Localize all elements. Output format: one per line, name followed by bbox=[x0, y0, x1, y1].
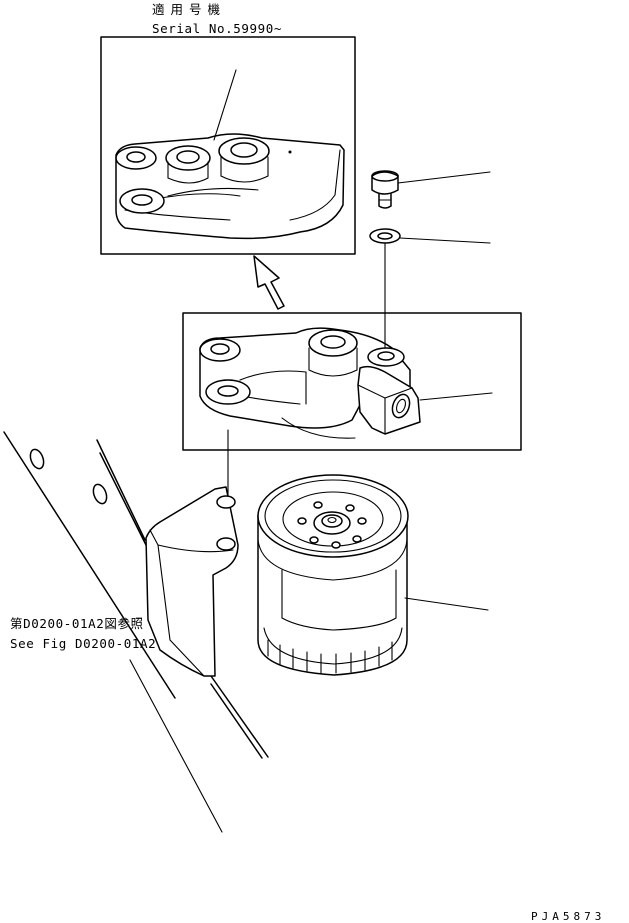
reference-label-jp: 第D0200-01A2図参照 bbox=[10, 616, 144, 631]
filter-head-frame bbox=[182, 312, 522, 451]
direction-arrow bbox=[253, 255, 285, 310]
mounting-bracket bbox=[145, 486, 239, 677]
washer-part bbox=[369, 228, 491, 349]
applicable-machine-label: 適用号機 bbox=[152, 2, 226, 17]
oil-filter-cartridge bbox=[257, 474, 489, 676]
bolt-part bbox=[371, 170, 491, 209]
reference-label-en: See Fig D0200-01A2 bbox=[10, 636, 156, 651]
frame-panel bbox=[3, 431, 269, 833]
drawing-code: PJA5873 bbox=[531, 910, 605, 923]
detail-frame-new-bracket bbox=[100, 36, 356, 255]
serial-number-label: Serial No.59990~ bbox=[152, 21, 282, 36]
